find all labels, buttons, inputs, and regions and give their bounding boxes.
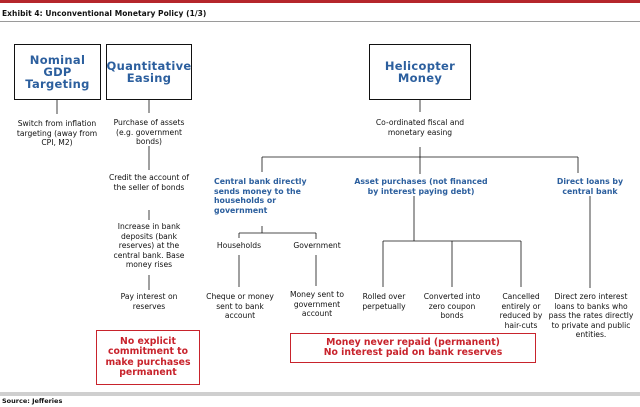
source-note: Source: Jefferies: [2, 397, 63, 405]
helicopter-note-line-2: No interest paid on bank reserves: [323, 347, 503, 358]
helicopter-note-box: Money never repaid (permanent) No intere…: [290, 333, 536, 363]
asset-purchases-heading: Asset purchases (not financed by interes…: [354, 177, 488, 196]
qe-title: Quantitative Easing: [106, 59, 192, 85]
asset-option-rolled-over: Rolled over perpetually: [362, 292, 406, 311]
qe-step-4: Pay interest on reserves: [120, 292, 178, 311]
helicopter-money-desc: Co-ordinated fiscal and monetary easing: [375, 118, 465, 137]
qe-step-2: Credit the account of the seller of bond…: [108, 173, 190, 192]
helicopter-note-line-1: Money never repaid (permanent): [326, 336, 500, 348]
direct-loans-heading: Direct loans by central bank: [556, 177, 624, 196]
government-desc: Money sent to government account: [289, 290, 345, 318]
government-label: Government: [293, 241, 341, 250]
asset-option-cancelled: Cancelled entirely or reduced by hair-cu…: [499, 292, 543, 330]
helicopter-money-box: Helicopter Money: [369, 44, 471, 100]
direct-money-heading: Central bank directly sends money to the…: [214, 177, 307, 215]
nominal-gdp-box: Nominal GDP Targeting: [14, 44, 101, 100]
households-desc: Cheque or money sent to bank account: [206, 292, 274, 320]
exhibit-title: Exhibit 4: Unconventional Monetary Polic…: [2, 9, 207, 18]
nominal-gdp-title: Nominal GDP Targeting: [25, 53, 90, 91]
header-rule: [0, 21, 640, 22]
qe-step-3: Increase in bank deposits (bank reserves…: [113, 222, 185, 269]
direct-loans-desc: Direct zero interest loans to banks who …: [548, 292, 634, 339]
qe-note-box: No explicit commitment to make purchases…: [96, 330, 200, 385]
asset-option-zero-coupon: Converted into zero coupon bonds: [423, 292, 481, 320]
qe-note: No explicit commitment to make purchases…: [105, 335, 191, 378]
nominal-gdp-desc: Switch from inflation targeting (away fr…: [16, 119, 98, 147]
qe-step-1: Purchase of assets (e.g. government bond…: [113, 118, 185, 146]
qe-box: Quantitative Easing: [106, 44, 192, 100]
households-label: Households: [216, 241, 262, 250]
top-accent-bar: [0, 0, 640, 3]
footer-rule: [0, 392, 640, 396]
helicopter-money-title: Helicopter Money: [384, 59, 456, 85]
